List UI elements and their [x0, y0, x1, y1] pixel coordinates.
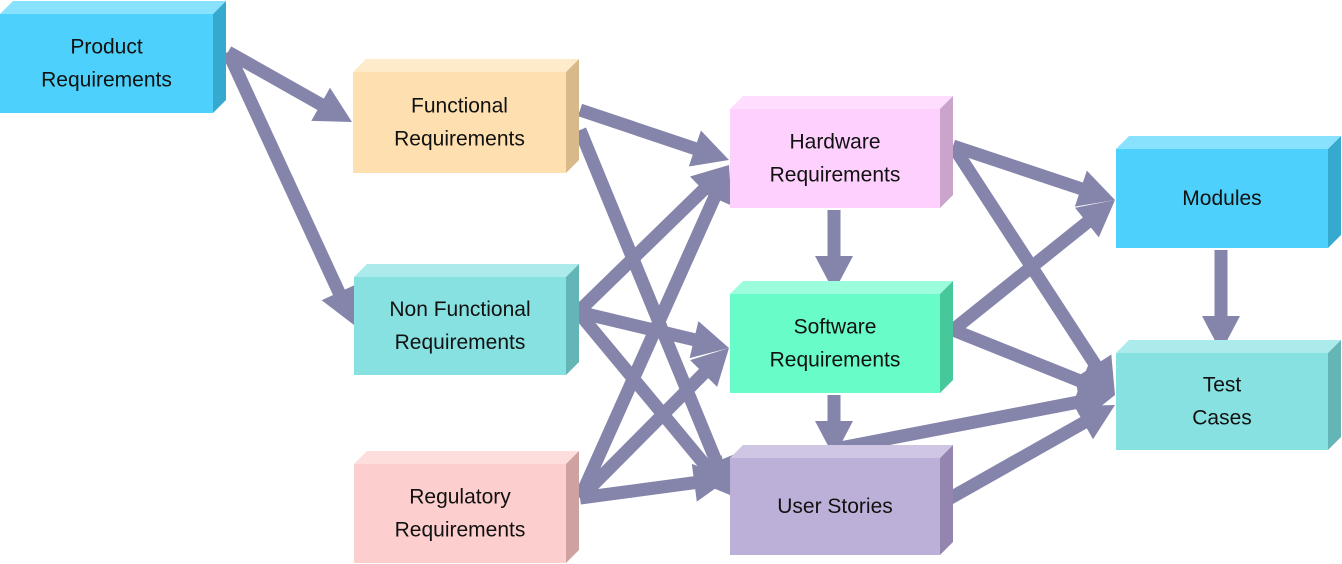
box-front-face — [730, 109, 940, 208]
box-label-line: Hardware — [789, 131, 880, 154]
arrow-head — [1074, 405, 1115, 440]
box-top-face — [730, 96, 953, 109]
arrow-shaft — [948, 216, 1093, 336]
box-top-face — [353, 59, 579, 72]
arrow-regulatory-to-software — [575, 348, 729, 503]
box-modules: Modules — [1116, 136, 1341, 248]
box-label-line: Functional — [411, 95, 508, 118]
arrow-shaft — [573, 184, 710, 317]
arrow-shaft — [574, 193, 722, 501]
arrows-layer — [222, 46, 1240, 511]
box-front-face — [1116, 149, 1328, 248]
box-side-face — [1328, 340, 1341, 450]
box-userstories: User Stories — [730, 445, 953, 555]
arrow-software-to-userstories — [815, 395, 853, 457]
arrow-head — [689, 321, 729, 359]
arrow-shaft — [947, 142, 1102, 371]
box-label-line: Requirements — [394, 128, 525, 151]
arrow-head — [690, 348, 729, 387]
box-front-face — [1116, 353, 1328, 450]
box-top-face — [1116, 340, 1341, 353]
box-front-face — [353, 72, 566, 173]
box-front-face — [730, 294, 940, 393]
arrow-regulatory-to-hardware — [574, 165, 732, 501]
arrow-head — [691, 463, 730, 502]
arrow-shaft — [934, 416, 1089, 511]
box-front-face — [0, 14, 213, 113]
arrow-shaft — [572, 307, 714, 473]
arrow-hardware-to-software — [815, 210, 853, 292]
box-label-line: Requirements — [770, 349, 901, 372]
arrow-modules-to-testcases — [1202, 250, 1240, 352]
box-side-face — [1328, 136, 1341, 248]
box-label-line: Test — [1203, 374, 1242, 397]
arrow-shaft — [224, 46, 326, 111]
box-top-face — [730, 445, 953, 458]
box-top-face — [354, 451, 579, 464]
box-label-line: Software — [794, 316, 877, 339]
box-label-line: Modules — [1182, 187, 1261, 210]
arrow-shaft — [222, 49, 346, 297]
box-label-line: Product — [70, 36, 143, 59]
box-front-face — [354, 464, 566, 563]
box-label-line: User Stories — [777, 495, 893, 518]
arrow-head — [1075, 200, 1115, 238]
arrow-shaft — [838, 395, 1083, 455]
box-side-face — [566, 264, 579, 375]
arrow-shaft — [576, 305, 698, 347]
arrow-product-to-functional — [224, 46, 352, 122]
box-side-face — [940, 96, 953, 208]
arrow-head — [321, 284, 357, 325]
box-top-face — [354, 264, 579, 277]
box-label-line: Regulatory — [409, 486, 511, 509]
box-top-face — [1116, 136, 1341, 149]
box-label-line: Requirements — [770, 164, 901, 187]
arrow-userstories-to-testcases — [934, 405, 1115, 511]
arrow-shaft — [950, 323, 1086, 389]
box-label-line: Requirements — [395, 331, 526, 354]
box-label-line: Requirements — [395, 519, 526, 542]
box-label-line: Non Functional — [389, 298, 530, 321]
box-side-face — [940, 281, 953, 393]
arrow-head — [1202, 316, 1240, 352]
arrow-head — [311, 87, 352, 122]
arrow-nonfunctional-to-software — [576, 305, 729, 359]
box-label-line: Requirements — [41, 69, 172, 92]
box-front-face — [730, 458, 940, 555]
box-label-line: Cases — [1192, 407, 1252, 430]
arrow-shaft — [575, 367, 710, 503]
box-side-face — [213, 1, 226, 113]
arrow-shaft — [577, 103, 699, 156]
box-side-face — [566, 451, 579, 563]
arrow-head — [1074, 170, 1115, 207]
box-top-face — [730, 281, 953, 294]
arrow-product-to-nonfunctional — [222, 49, 357, 325]
box-side-face — [566, 59, 579, 173]
box-side-face — [940, 445, 953, 555]
arrow-head — [815, 256, 853, 292]
arrow-regulatory-to-userstories — [579, 463, 730, 505]
box-top-face — [0, 1, 226, 14]
arrow-functional-to-hardware — [577, 103, 729, 167]
arrow-shaft — [950, 139, 1085, 196]
box-front-face — [354, 277, 566, 375]
arrow-head — [815, 421, 853, 457]
arrow-shaft — [573, 127, 724, 467]
arrow-head — [696, 165, 732, 206]
arrow-software-to-modules — [948, 200, 1115, 336]
arrow-shaft — [579, 476, 698, 505]
arrow-hardware-to-modules — [950, 139, 1115, 207]
arrow-head — [688, 130, 729, 167]
